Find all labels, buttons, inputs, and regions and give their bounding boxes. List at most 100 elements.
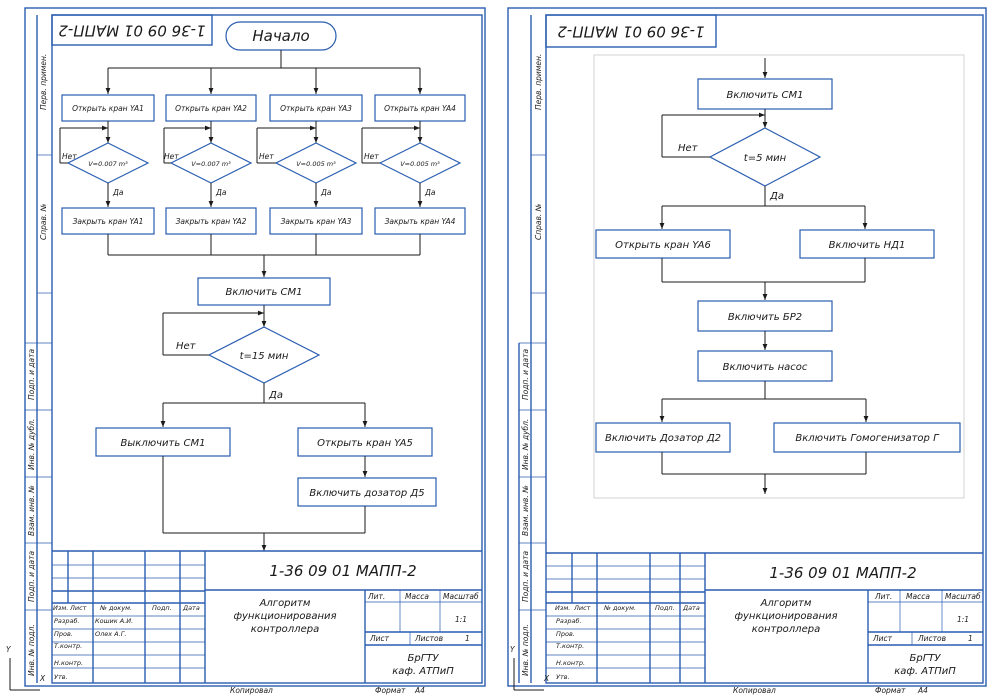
svg-text:контроллера: контроллера xyxy=(251,624,319,635)
svg-text:Изм.: Изм. xyxy=(53,604,68,612)
close-valve-ya2[interactable] xyxy=(165,207,257,235)
open-valve-ya5[interactable] xyxy=(297,427,433,457)
svg-text:каф. АТПиП: каф. АТПиП xyxy=(392,666,454,677)
svg-text:Открыть кран YA2: Открыть кран YA2 xyxy=(175,104,247,113)
svg-text:Справ. №: Справ. № xyxy=(534,203,543,240)
outer-frame xyxy=(24,7,486,687)
svg-text:Подп.: Подп. xyxy=(655,604,675,612)
svg-text:t=15 мин: t=15 мин xyxy=(240,351,289,362)
svg-text:Листов: Листов xyxy=(414,634,443,643)
pump-on[interactable] xyxy=(697,350,833,382)
svg-text:Дата: Дата xyxy=(182,604,200,612)
svg-text:Нет: Нет xyxy=(164,152,179,161)
start-label: Начало xyxy=(252,27,309,45)
svg-text:Т.контр.: Т.контр. xyxy=(556,642,584,650)
svg-text:Взам. инв. №: Взам. инв. № xyxy=(521,485,530,536)
mixer-on-cm1[interactable] xyxy=(197,277,331,306)
svg-text:Включить насос: Включить насос xyxy=(723,362,808,373)
svg-text:Лист: Лист xyxy=(369,634,390,643)
svg-text:Масса: Масса xyxy=(906,592,930,601)
svg-text:Да: Да xyxy=(268,390,283,401)
svg-text:Подп.: Подп. xyxy=(152,604,172,612)
open-valve-ya6[interactable] xyxy=(595,229,731,259)
svg-text:Выключить СМ1: Выключить СМ1 xyxy=(121,438,206,449)
svg-text:Нет: Нет xyxy=(364,152,379,161)
svg-text:Нет: Нет xyxy=(259,152,274,161)
valve-branch-1: Открыть кран YA1 V=0.007 m³ Нет Да Закры… xyxy=(59,68,155,235)
svg-text:Дата: Дата xyxy=(682,604,700,612)
svg-text:Алгоритм: Алгоритм xyxy=(760,598,812,609)
open-valve-ya3[interactable] xyxy=(269,94,363,122)
svg-text:V=0.005 m³: V=0.005 m³ xyxy=(400,160,440,168)
svg-text:Масса: Масса xyxy=(405,592,429,601)
svg-text:Утв.: Утв. xyxy=(54,673,68,681)
svg-text:V=0.007 m³: V=0.007 m³ xyxy=(191,160,231,168)
dozer-d5-on[interactable] xyxy=(297,477,437,507)
svg-text:Формат: Формат xyxy=(875,686,906,695)
inner-frame xyxy=(51,14,483,684)
svg-text:Копировал: Копировал xyxy=(733,686,776,695)
svg-text:1-36 09 01 МАПП-2: 1-36 09 01 МАПП-2 xyxy=(557,23,704,41)
svg-text:Утв.: Утв. xyxy=(556,673,570,681)
br2-on[interactable] xyxy=(697,300,833,332)
svg-text:X: X xyxy=(543,674,550,683)
side-label: Перв. примен. xyxy=(39,54,48,110)
svg-text:Пров.: Пров. xyxy=(556,630,575,638)
side-label: Подп. и дата xyxy=(27,349,36,400)
side-label: Подп. и дата xyxy=(27,551,36,602)
svg-text:БрГТУ: БрГТУ xyxy=(910,653,942,664)
pump-nd1-on[interactable] xyxy=(799,229,935,259)
svg-text:Копировал: Копировал xyxy=(230,686,273,695)
svg-text:№ докум.: № докум. xyxy=(99,604,132,612)
side-label: Справ. № xyxy=(39,203,48,240)
svg-text:Да: Да xyxy=(320,188,332,197)
valve-branch-2: Открыть кран YA2 V=0.007 m³ Нет Да Закры… xyxy=(163,68,257,235)
svg-text:№ докум.: № докум. xyxy=(603,604,636,612)
svg-text:Изм.: Изм. xyxy=(555,604,570,612)
svg-text:А4: А4 xyxy=(917,686,928,695)
svg-text:Н.контр.: Н.контр. xyxy=(556,659,585,667)
svg-text:Включить НД1: Включить НД1 xyxy=(829,240,906,251)
svg-text:Да: Да xyxy=(424,188,436,197)
svg-text:Включить дозатор Д5: Включить дозатор Д5 xyxy=(309,488,424,499)
svg-text:Разраб.: Разраб. xyxy=(54,617,80,625)
svg-text:Олех А.Г.: Олех А.Г. xyxy=(95,630,126,638)
homogenizer-on[interactable] xyxy=(773,422,961,453)
svg-text:Открыть кран YA3: Открыть кран YA3 xyxy=(280,104,352,113)
svg-text:Масштаб: Масштаб xyxy=(945,592,981,601)
close-valve-ya4[interactable] xyxy=(374,207,466,235)
svg-text:1:1: 1:1 xyxy=(455,615,467,624)
svg-text:Включить СМ1: Включить СМ1 xyxy=(727,90,804,101)
svg-text:Y: Y xyxy=(6,645,12,654)
svg-text:Пров.: Пров. xyxy=(54,630,73,638)
svg-text:1-36 09 01 МАПП-2: 1-36 09 01 МАПП-2 xyxy=(769,564,916,582)
open-valve-ya4[interactable] xyxy=(374,94,466,122)
svg-text:X: X xyxy=(39,674,46,683)
doc-code: 1-36 09 01 МАПП-2 xyxy=(269,562,416,580)
mixer-off-cm1[interactable] xyxy=(95,427,231,457)
svg-text:Разраб.: Разраб. xyxy=(556,617,582,625)
svg-text:Открыть кран YA1: Открыть кран YA1 xyxy=(72,104,144,113)
svg-text:Лист: Лист xyxy=(573,604,591,612)
side-label: Инв. № дубл. xyxy=(27,419,36,470)
svg-text:Открыть кран YA5: Открыть кран YA5 xyxy=(317,438,413,449)
open-valve-ya2[interactable] xyxy=(165,94,257,122)
svg-text:Подп. и дата: Подп. и дата xyxy=(521,349,530,400)
open-valve-ya1[interactable] xyxy=(61,94,155,122)
svg-text:контроллера: контроллера xyxy=(752,624,820,635)
svg-text:Кошик А.И.: Кошик А.И. xyxy=(95,617,133,625)
dozer-d2-on[interactable] xyxy=(595,422,731,453)
svg-text:Подп. и дата: Подп. и дата xyxy=(521,551,530,602)
close-valve-ya3[interactable] xyxy=(269,207,363,235)
svg-text:Включить Гомогенизатор Г: Включить Гомогенизатор Г xyxy=(795,433,940,444)
svg-text:Нет: Нет xyxy=(62,152,77,161)
svg-text:Y: Y xyxy=(510,645,516,654)
title-block-1: Изм. Лист № докум. Подп. Дата Разраб. Ко… xyxy=(52,550,482,695)
doc-code-rotated: 1-36 09 01 МАПП-2 xyxy=(58,22,205,40)
svg-text:Лит.: Лит. xyxy=(367,592,385,601)
svg-text:Масштаб: Масштаб xyxy=(443,592,479,601)
close-valve-ya1[interactable] xyxy=(61,207,155,235)
svg-text:Закрыть кран YA1: Закрыть кран YA1 xyxy=(73,217,144,226)
side-label: Взам. инв. № xyxy=(27,485,36,536)
